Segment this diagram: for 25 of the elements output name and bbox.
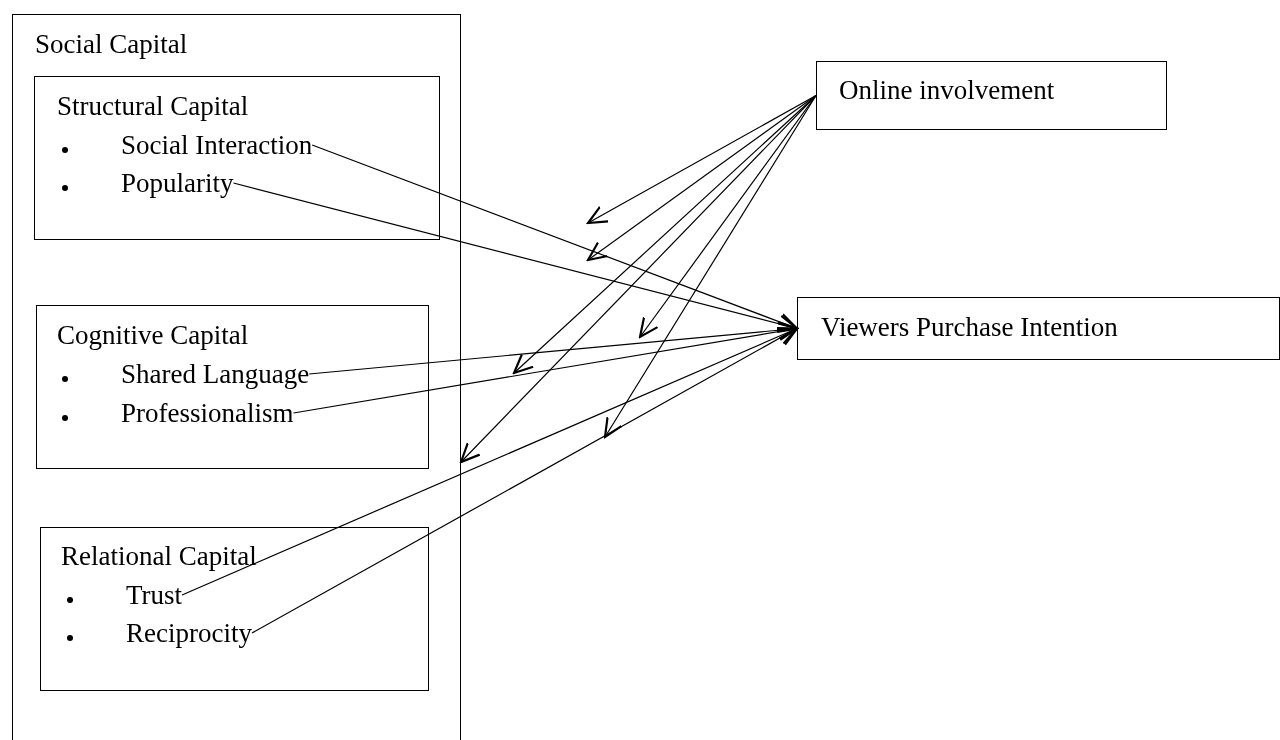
concept-box (36, 305, 429, 469)
box-heading: Cognitive Capital (57, 320, 249, 350)
concept-box (40, 527, 429, 691)
concept-box (816, 61, 1167, 130)
concept-box (797, 297, 1280, 360)
item-text: Popularity (121, 168, 234, 198)
item-text: Social Interaction (121, 130, 313, 160)
item-text: Shared Language (121, 359, 310, 389)
box-heading: Structural Capital (57, 91, 249, 121)
box-heading: Social Capital (35, 29, 188, 59)
concept-box (34, 76, 440, 240)
arrow (251, 327, 799, 634)
arrow (586, 94, 817, 225)
box-heading: Viewers Purchase Intention (821, 312, 1118, 342)
item-text: Trust (126, 580, 183, 610)
arrow (459, 94, 817, 464)
box-heading: Relational Capital (61, 541, 257, 571)
arrow (181, 327, 799, 596)
item-text: Professionalism (121, 398, 294, 428)
arrow (232, 182, 799, 334)
concept-box (12, 14, 461, 740)
item-text: Reciprocity (126, 618, 252, 648)
arrow (603, 94, 817, 439)
box-heading: Online involvement (839, 75, 1055, 105)
arrow (292, 322, 799, 414)
